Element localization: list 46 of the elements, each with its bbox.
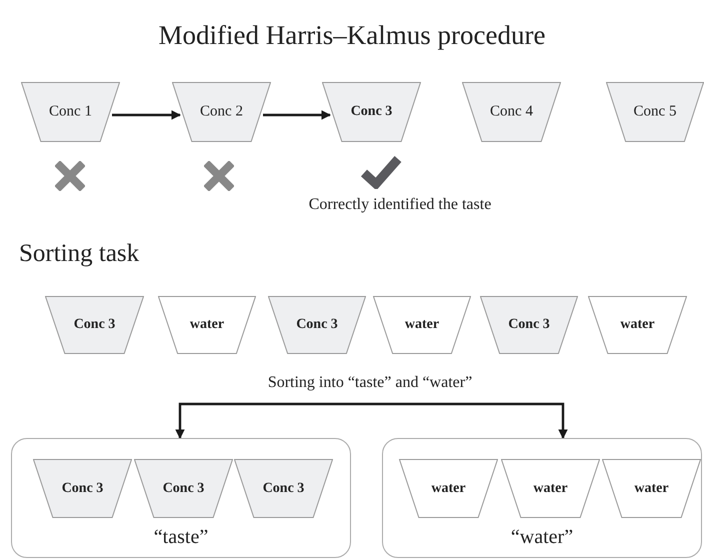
title: Modified Harris–Kalmus procedure: [158, 20, 546, 51]
status-note: Correctly identified the taste: [308, 196, 492, 214]
cup-label: Conc 5: [632, 104, 678, 120]
cup-shape: [501, 459, 600, 518]
cup-shape: [602, 459, 701, 518]
arrow: [263, 110, 331, 120]
section-heading: Sorting task: [19, 240, 140, 268]
group-panel: [11, 438, 351, 558]
cup-shape: [172, 82, 271, 142]
cup-shape: [268, 296, 366, 354]
cup-label: Conc 3: [295, 317, 339, 333]
cup-shape: [480, 296, 578, 354]
cup-label: Conc 3: [507, 317, 551, 333]
cup-label: water: [404, 317, 440, 333]
cup-label: water: [188, 317, 226, 333]
cup-shape: [588, 296, 687, 354]
cup-shape: [158, 296, 256, 354]
cup-label: Conc 3: [350, 104, 394, 120]
group-label: “water”: [510, 526, 574, 549]
cup-shape: [373, 296, 471, 354]
cup-shape: [45, 296, 144, 354]
cup-label: water: [532, 480, 569, 496]
arrow: [371, 402, 568, 439]
group-panel: [382, 438, 702, 558]
cup-shape: [462, 82, 561, 142]
cup-label: Conc 4: [489, 104, 534, 120]
cup-shape: [606, 82, 704, 142]
cup-label: Conc 1: [48, 104, 93, 120]
cup-shape: [21, 82, 120, 142]
cup-shape: [234, 459, 333, 518]
cup-label: Conc 2: [199, 104, 244, 120]
cup-label: water: [430, 480, 467, 496]
cup-label: Conc 3: [162, 480, 206, 496]
cup-label: water: [619, 317, 656, 333]
cup-shape: [399, 459, 498, 518]
cup-label: water: [633, 480, 670, 496]
cup-label: Conc 3: [72, 317, 116, 333]
cup-shape: [134, 459, 233, 518]
arrow: [112, 110, 181, 120]
cup-shape: [33, 459, 132, 518]
cup-label: Conc 3: [262, 480, 306, 496]
group-label: “taste”: [152, 526, 210, 549]
cup-label: Conc 3: [60, 480, 104, 496]
arrow: [175, 402, 371, 439]
sorting-note: Sorting into “taste” and “water”: [266, 374, 474, 392]
cup-shape: [322, 82, 421, 142]
